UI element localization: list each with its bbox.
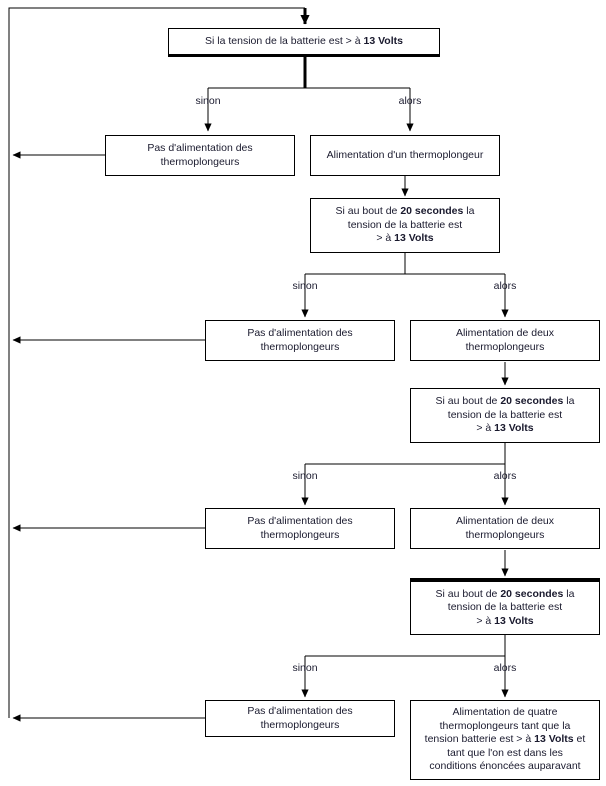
branch-label-sinon-4: sinon: [292, 662, 318, 674]
branch-label-alors-4: alors: [493, 662, 517, 674]
decision-box-1-text: Si la tension de la batterie est > à 13 …: [205, 34, 403, 47]
branch-label-alors-1: alors: [398, 95, 422, 107]
branch-label-sinon-3: sinon: [292, 470, 318, 482]
decision-box-1[interactable]: Si la tension de la batterie est > à 13 …: [168, 28, 440, 57]
branch-label-alors-2: alors: [493, 280, 517, 292]
branch-label-sinon-2: sinon: [292, 280, 318, 292]
branch-label-sinon-1: sinon: [195, 95, 221, 107]
action-box-power-one-text: Alimentation d'un thermoplongeur: [326, 148, 484, 161]
action-box-power-one[interactable]: Alimentation d'un thermoplongeur: [310, 135, 500, 176]
feedback-spine: [8, 7, 305, 718]
branch-label-alors-3: alors: [493, 470, 517, 482]
